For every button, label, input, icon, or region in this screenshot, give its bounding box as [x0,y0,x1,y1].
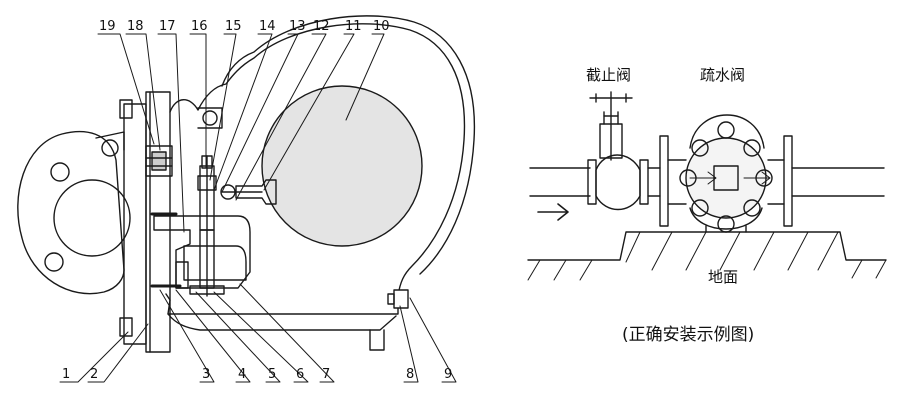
part-number: 18 [127,19,144,34]
trap-flange-right [783,135,793,227]
part-number: 6 [296,367,304,382]
part-number: 10 [373,19,390,34]
part-number: 7 [322,367,330,382]
part-number: 5 [268,367,276,382]
leader-lines [59,33,457,383]
valve-housing [153,215,251,289]
part-number: 12 [313,19,330,34]
part-labels-bottom: 1 2 3 4 5 6 7 8 9 [62,367,452,382]
flow-arrow [537,203,569,221]
trap-body [165,23,466,315]
part-labels-top: 19 18 17 16 15 14 13 12 11 10 [99,19,390,34]
part-number: 2 [90,367,98,382]
outlet-pipe [791,167,885,197]
install-labels: 截止阀 疏水阀 地面 (正确安装示例图) [586,66,754,345]
part-number: 11 [345,19,362,34]
inlet-pipe [529,167,591,197]
bolt-hole [44,252,64,272]
float-ball [261,85,423,247]
handwheel [589,93,633,103]
trap-label: 疏水阀 [700,66,745,84]
part-number: 13 [289,19,306,34]
stop-valve-body [587,159,597,205]
part-number: 1 [62,367,70,382]
vent-boss [202,110,218,126]
part-number: 8 [406,367,414,382]
inlet-flange [17,130,125,295]
float-lever [235,179,277,205]
part-number: 3 [202,367,210,382]
guide-cap [145,145,173,177]
body-flange [145,91,171,353]
ground-label: 地面 [708,268,738,286]
caption: (正确安装示例图) [622,325,754,345]
cover-flange [123,103,147,345]
part-number: 17 [159,19,176,34]
stop-valve-label: 截止阀 [586,66,631,84]
part-number: 14 [259,19,276,34]
part-number: 19 [99,19,116,34]
ground-hatch [527,231,887,281]
part-number: 15 [225,19,242,34]
install-example [527,91,887,281]
part-number: 9 [444,367,452,382]
connect-pipe [647,167,661,197]
bolt-hole [101,139,119,157]
trap-section-drawing [17,15,476,353]
bolt-hole [50,162,70,182]
trap-flange-left [659,135,669,227]
part-number: 4 [238,367,246,382]
inlet-bore [53,179,131,257]
drain-plug [393,289,409,309]
part-number: 16 [191,19,208,34]
ground-line [527,231,887,261]
